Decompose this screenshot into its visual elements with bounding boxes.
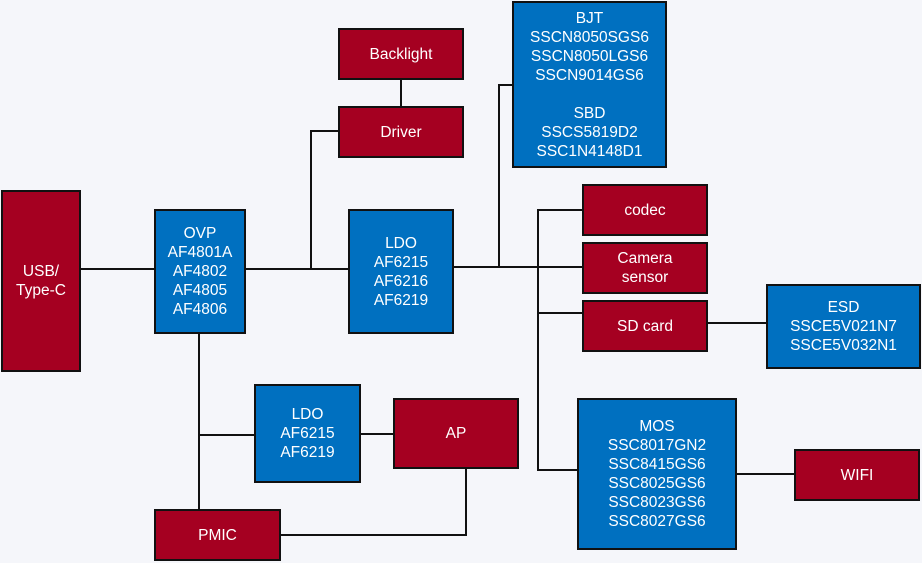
ovp-part: AF4802 bbox=[172, 263, 228, 280]
ap-block: AP bbox=[393, 398, 519, 469]
bjt-part: SSCN9014GS6 bbox=[535, 66, 644, 84]
usb-type-c-block: USB/ Type-C bbox=[1, 190, 81, 372]
sbd-title: SBD bbox=[573, 104, 606, 122]
wifi-block: WIFI bbox=[794, 449, 920, 501]
wire-ap-pmic bbox=[280, 468, 467, 536]
pmic-label: PMIC bbox=[198, 526, 237, 544]
bjt-title: BJT bbox=[575, 9, 604, 27]
usb-label-line-1: USB/ bbox=[22, 263, 60, 280]
ovp-block: OVP AF4801A AF4802 AF4805 AF4806 bbox=[154, 209, 246, 334]
mos-part: SSC8027GS6 bbox=[608, 513, 706, 530]
ovp-part: AF4805 bbox=[172, 282, 228, 299]
mos-part: SSC8025GS6 bbox=[608, 475, 706, 492]
backlight-block: Backlight bbox=[338, 28, 464, 80]
wire-bus-codec bbox=[537, 209, 583, 471]
mos-part: SSC8023GS6 bbox=[608, 494, 706, 511]
mos-title: MOS bbox=[639, 418, 675, 435]
ldo-main-title: LDO bbox=[385, 234, 417, 252]
sd-card-block: SD card bbox=[582, 300, 708, 352]
camera-sensor-block: Camera sensor bbox=[582, 242, 708, 294]
backlight-label: Backlight bbox=[369, 45, 433, 63]
ldo-ap-part: AF6215 bbox=[280, 425, 335, 442]
esd-part: SSCE5V032N1 bbox=[790, 337, 897, 354]
driver-block: Driver bbox=[338, 106, 464, 158]
mos-part: SSC8415GS6 bbox=[608, 456, 706, 473]
ldo-ap-block: LDO AF6215 AF6219 bbox=[254, 384, 361, 483]
usb-label-line-2: Type-C bbox=[16, 282, 66, 299]
driver-label: Driver bbox=[380, 123, 422, 141]
mos-block: MOS SSC8017GN2 SSC8415GS6 SSC8025GS6 SSC… bbox=[577, 398, 737, 550]
ovp-part: AF4806 bbox=[172, 301, 228, 318]
esd-part: SSCE5V021N7 bbox=[790, 318, 897, 335]
pmic-block: PMIC bbox=[154, 509, 281, 561]
bjt-sbd-block: BJT SSCN8050SGS6 SSCN8050LGS6 SSCN9014GS… bbox=[512, 1, 667, 168]
sd-card-label: SD card bbox=[617, 317, 673, 335]
codec-label: codec bbox=[624, 201, 666, 219]
ovp-title: OVP bbox=[183, 225, 217, 242]
ldo-main-part: AF6216 bbox=[373, 272, 429, 290]
ldo-main-part: AF6219 bbox=[373, 291, 429, 309]
codec-block: codec bbox=[582, 184, 708, 236]
wifi-label: WIFI bbox=[840, 466, 874, 484]
sbd-part: SSC1N4148D1 bbox=[536, 142, 643, 160]
ldo-main-block: LDO AF6215 AF6216 AF6219 bbox=[348, 209, 454, 334]
sbd-part: SSCS5819D2 bbox=[541, 123, 638, 141]
esd-block: ESD SSCE5V021N7 SSCE5V032N1 bbox=[766, 284, 921, 369]
ldo-ap-title: LDO bbox=[291, 406, 324, 423]
ldo-ap-part: AF6219 bbox=[280, 444, 335, 461]
ovp-part: AF4801A bbox=[167, 244, 233, 261]
bjt-part: SSCN8050SGS6 bbox=[530, 28, 649, 46]
camera-label-line-1: Camera bbox=[617, 250, 673, 267]
esd-title: ESD bbox=[827, 299, 860, 316]
ap-label: AP bbox=[445, 425, 467, 442]
wire-bus-bjt bbox=[498, 84, 513, 267]
mos-part: SSC8017GN2 bbox=[607, 437, 707, 454]
ldo-main-part: AF6215 bbox=[373, 253, 429, 271]
camera-label-line-2: sensor bbox=[621, 269, 669, 286]
wire-bus-driver bbox=[310, 130, 339, 269]
bjt-part: SSCN8050LGS6 bbox=[530, 47, 649, 65]
